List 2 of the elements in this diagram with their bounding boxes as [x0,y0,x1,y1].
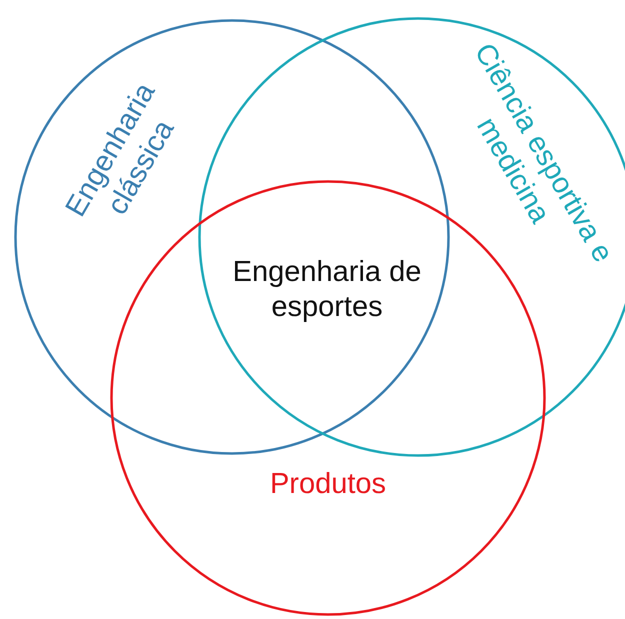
overlap-label: Engenharia de esportes [232,255,422,325]
circle-label: Produtos [268,467,388,502]
